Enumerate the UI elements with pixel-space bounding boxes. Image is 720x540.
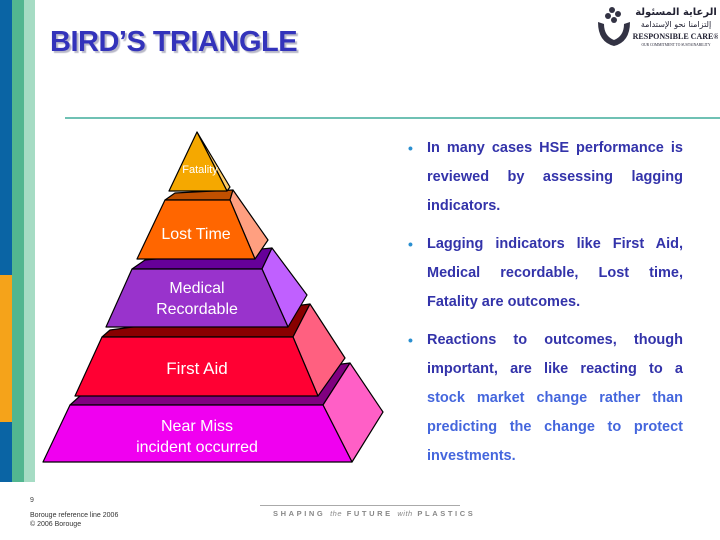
- near-miss-front-face: [42, 404, 353, 463]
- sidebar-stripe-orange: [0, 275, 12, 422]
- bullet-item: •Reactions to outcomes, though important…: [407, 326, 683, 471]
- fatality-label: Fatality: [182, 164, 218, 176]
- medical-front-face: [105, 268, 289, 328]
- bullet-list: •In many cases HSE performance is review…: [407, 134, 683, 480]
- lost-time-front-face: [136, 199, 256, 260]
- title-divider: [65, 117, 720, 119]
- bullet-dot-icon: •: [408, 332, 413, 348]
- medical-label-line1: Medical: [169, 280, 224, 297]
- near-miss-label-line1: Near Miss: [161, 418, 233, 435]
- sidebar-stripe-green: [12, 0, 24, 482]
- slide-title: BIRD’S TRIANGLE: [50, 26, 298, 58]
- first-aid-label: First Aid: [166, 359, 227, 378]
- first-aid-front-face: [74, 336, 319, 397]
- bullet-item: •Lagging indicators like First Aid, Medi…: [407, 230, 683, 317]
- responsible-care-logo: الرعاية المسئولة إلتزامنا نحو الإستدامة …: [598, 7, 718, 47]
- svg-text:إلتزامنا نحو الإستدامة: إلتزامنا نحو الإستدامة: [641, 20, 711, 30]
- footer-tagline: SHAPING the FUTURE with PLASTICS: [273, 509, 476, 518]
- sidebar-stripe-blue-lower: [0, 422, 12, 482]
- svg-text:RESPONSIBLE CARE®: RESPONSIBLE CARE®: [633, 32, 718, 41]
- sidebar-stripe-lightgreen: [24, 0, 35, 482]
- sidebar-stripe-blue: [0, 0, 12, 275]
- footer-reference: Borouge reference line 2006 © 2006 Borou…: [30, 512, 119, 528]
- bullet-dot-icon: •: [408, 236, 413, 252]
- page-number: 9: [30, 497, 34, 504]
- near-miss-label-line2: incident occurred: [136, 439, 258, 456]
- svg-text:الرعاية المسئولة: الرعاية المسئولة: [635, 7, 717, 18]
- lost-time-label: Lost Time: [161, 226, 230, 243]
- fatality-front-face: [168, 131, 228, 192]
- bullet-item: •In many cases HSE performance is review…: [407, 134, 683, 221]
- tagline-divider: [260, 505, 460, 506]
- medical-label-line2: Recordable: [156, 301, 238, 318]
- bullet-dot-icon: •: [408, 140, 413, 156]
- svg-text:OUR COMMITMENT TO SUSTAINABILI: OUR COMMITMENT TO SUSTAINABILITY: [641, 43, 710, 47]
